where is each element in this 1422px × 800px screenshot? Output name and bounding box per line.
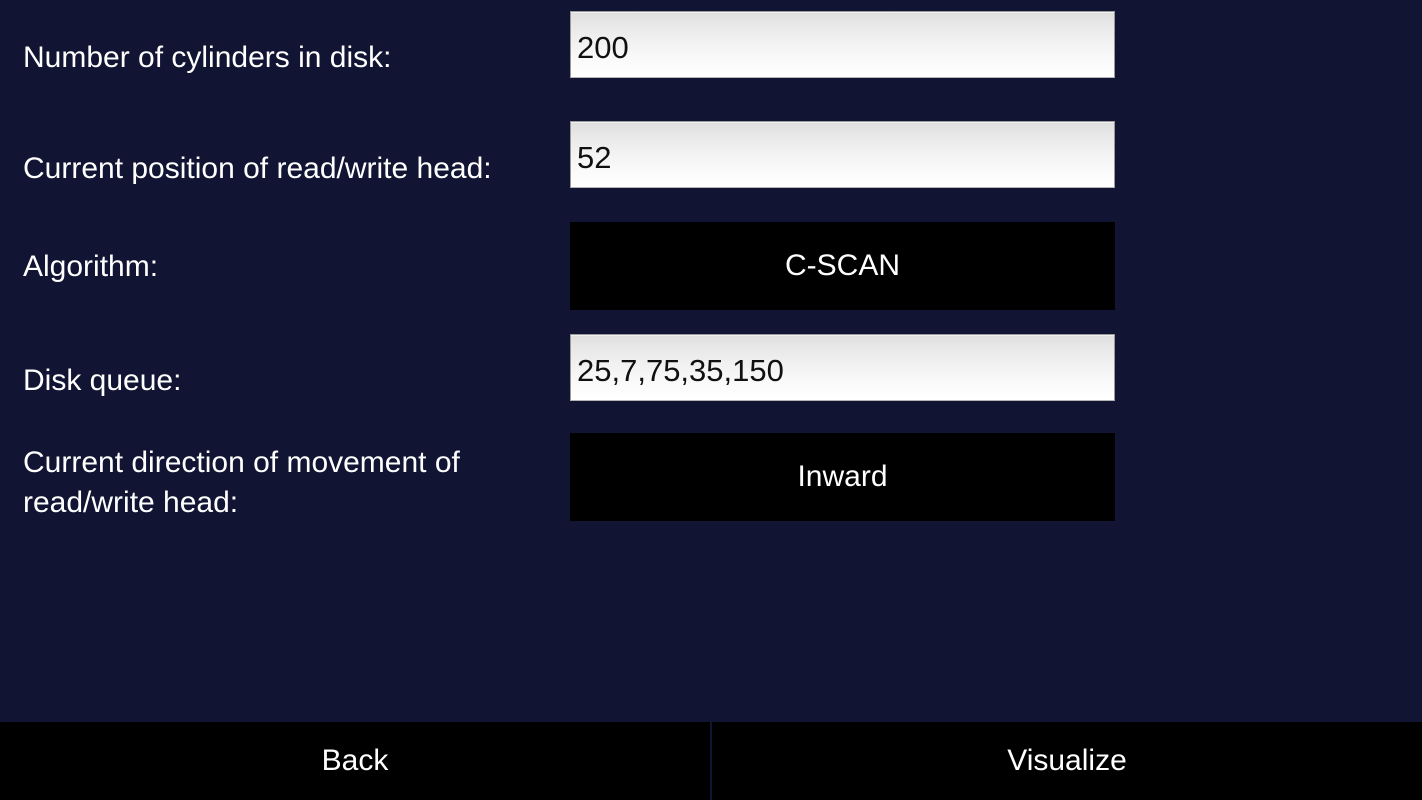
dropdown-algorithm[interactable]: C-SCAN — [570, 222, 1115, 310]
label-current-direction: Current direction of movement of read/wr… — [23, 446, 460, 519]
input-current-head-position[interactable] — [570, 121, 1115, 188]
input-disk-queue[interactable] — [570, 334, 1115, 401]
back-button[interactable]: Back — [0, 722, 710, 800]
label-disk-queue: Disk queue: — [23, 364, 182, 397]
form-area: Number of cylinders in disk: Current pos… — [0, 0, 1422, 543]
bottom-action-bar: Back Visualize — [0, 722, 1422, 800]
input-number-of-cylinders[interactable] — [570, 11, 1115, 78]
form-row-direction: Current direction of movement of read/wr… — [0, 433, 1422, 543]
form-row-head-position: Current position of read/write head: — [0, 111, 1422, 221]
bottom-bar-divider — [710, 722, 712, 800]
form-row-algorithm: Algorithm: C-SCAN — [0, 222, 1422, 332]
visualize-button[interactable]: Visualize — [712, 722, 1422, 800]
label-algorithm: Algorithm: — [23, 250, 159, 283]
label-number-of-cylinders: Number of cylinders in disk: — [23, 41, 392, 74]
dropdown-algorithm-value: C-SCAN — [784, 249, 900, 282]
label-current-head-position: Current position of read/write head: — [23, 152, 492, 185]
dropdown-direction-value: Inward — [797, 460, 888, 493]
form-row-cylinders: Number of cylinders in disk: — [0, 0, 1422, 110]
form-row-disk-queue: Disk queue: — [0, 332, 1422, 432]
dropdown-direction[interactable]: Inward — [570, 433, 1115, 521]
